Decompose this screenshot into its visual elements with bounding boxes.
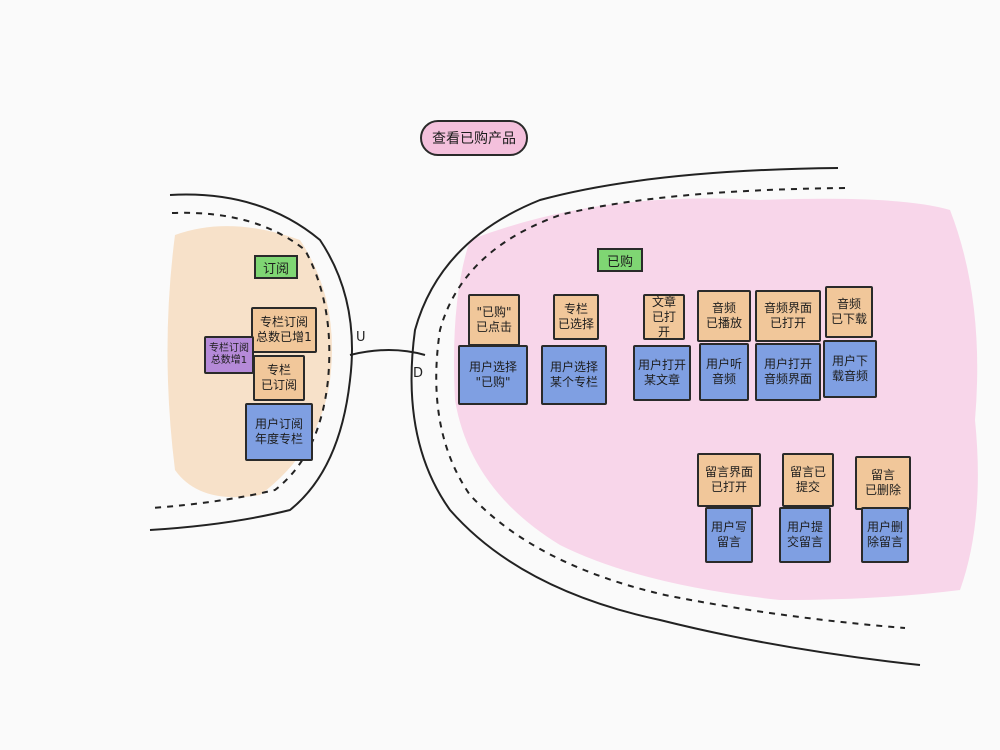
context-relationship-line <box>349 349 426 356</box>
sticky-note-command: 用户下 载音频 <box>823 340 877 398</box>
right-context-boundary <box>410 167 921 666</box>
sticky-note-event: 专栏订阅 总数已增1 <box>251 307 317 353</box>
sticky-note-event: 专栏 已订阅 <box>253 355 305 401</box>
subscribe-context-tag: 订阅 <box>254 255 298 279</box>
diagram-title: 查看已购产品 <box>420 120 528 156</box>
sticky-note-event: 留言界面 已打开 <box>697 453 761 507</box>
left-context-boundary <box>149 193 353 531</box>
sticky-note-command: 用户提 交留言 <box>779 507 831 563</box>
sticky-note-event: 留言已 提交 <box>782 453 834 507</box>
sticky-note-event: 专栏 已选择 <box>553 294 599 340</box>
sticky-note-command: 用户订阅 年度专栏 <box>245 403 313 461</box>
sticky-note-event: 音频 已下载 <box>825 286 873 338</box>
sticky-note-command: 用户打开 某文章 <box>633 345 691 401</box>
sticky-note-command: 用户删 除留言 <box>861 507 909 563</box>
sticky-note-event: 音频 已播放 <box>697 290 751 342</box>
sticky-note-command: 用户选择 某个专栏 <box>541 345 607 405</box>
sticky-note-command: 用户选择 "已购" <box>458 345 528 405</box>
right-context-inner-dashed <box>435 187 906 629</box>
downstream-label: D <box>413 366 424 381</box>
sticky-note-command: 用户写 留言 <box>705 507 753 563</box>
sticky-note-command: 用户听 音频 <box>699 343 749 401</box>
sticky-note-event: 音频界面 已打开 <box>755 290 821 342</box>
purchased-context-tag: 已购 <box>597 248 643 272</box>
sticky-note-command: 用户打开 音频界面 <box>755 343 821 401</box>
upstream-label: U <box>356 330 366 345</box>
sticky-note-event: 文章 已打开 <box>643 294 685 340</box>
sticky-note-policy: 专栏订阅 总数增1 <box>204 336 254 374</box>
sticky-note-event: "已购" 已点击 <box>468 294 520 346</box>
left-context-inner-dashed <box>151 211 331 509</box>
sticky-note-event: 留言 已删除 <box>855 456 911 510</box>
